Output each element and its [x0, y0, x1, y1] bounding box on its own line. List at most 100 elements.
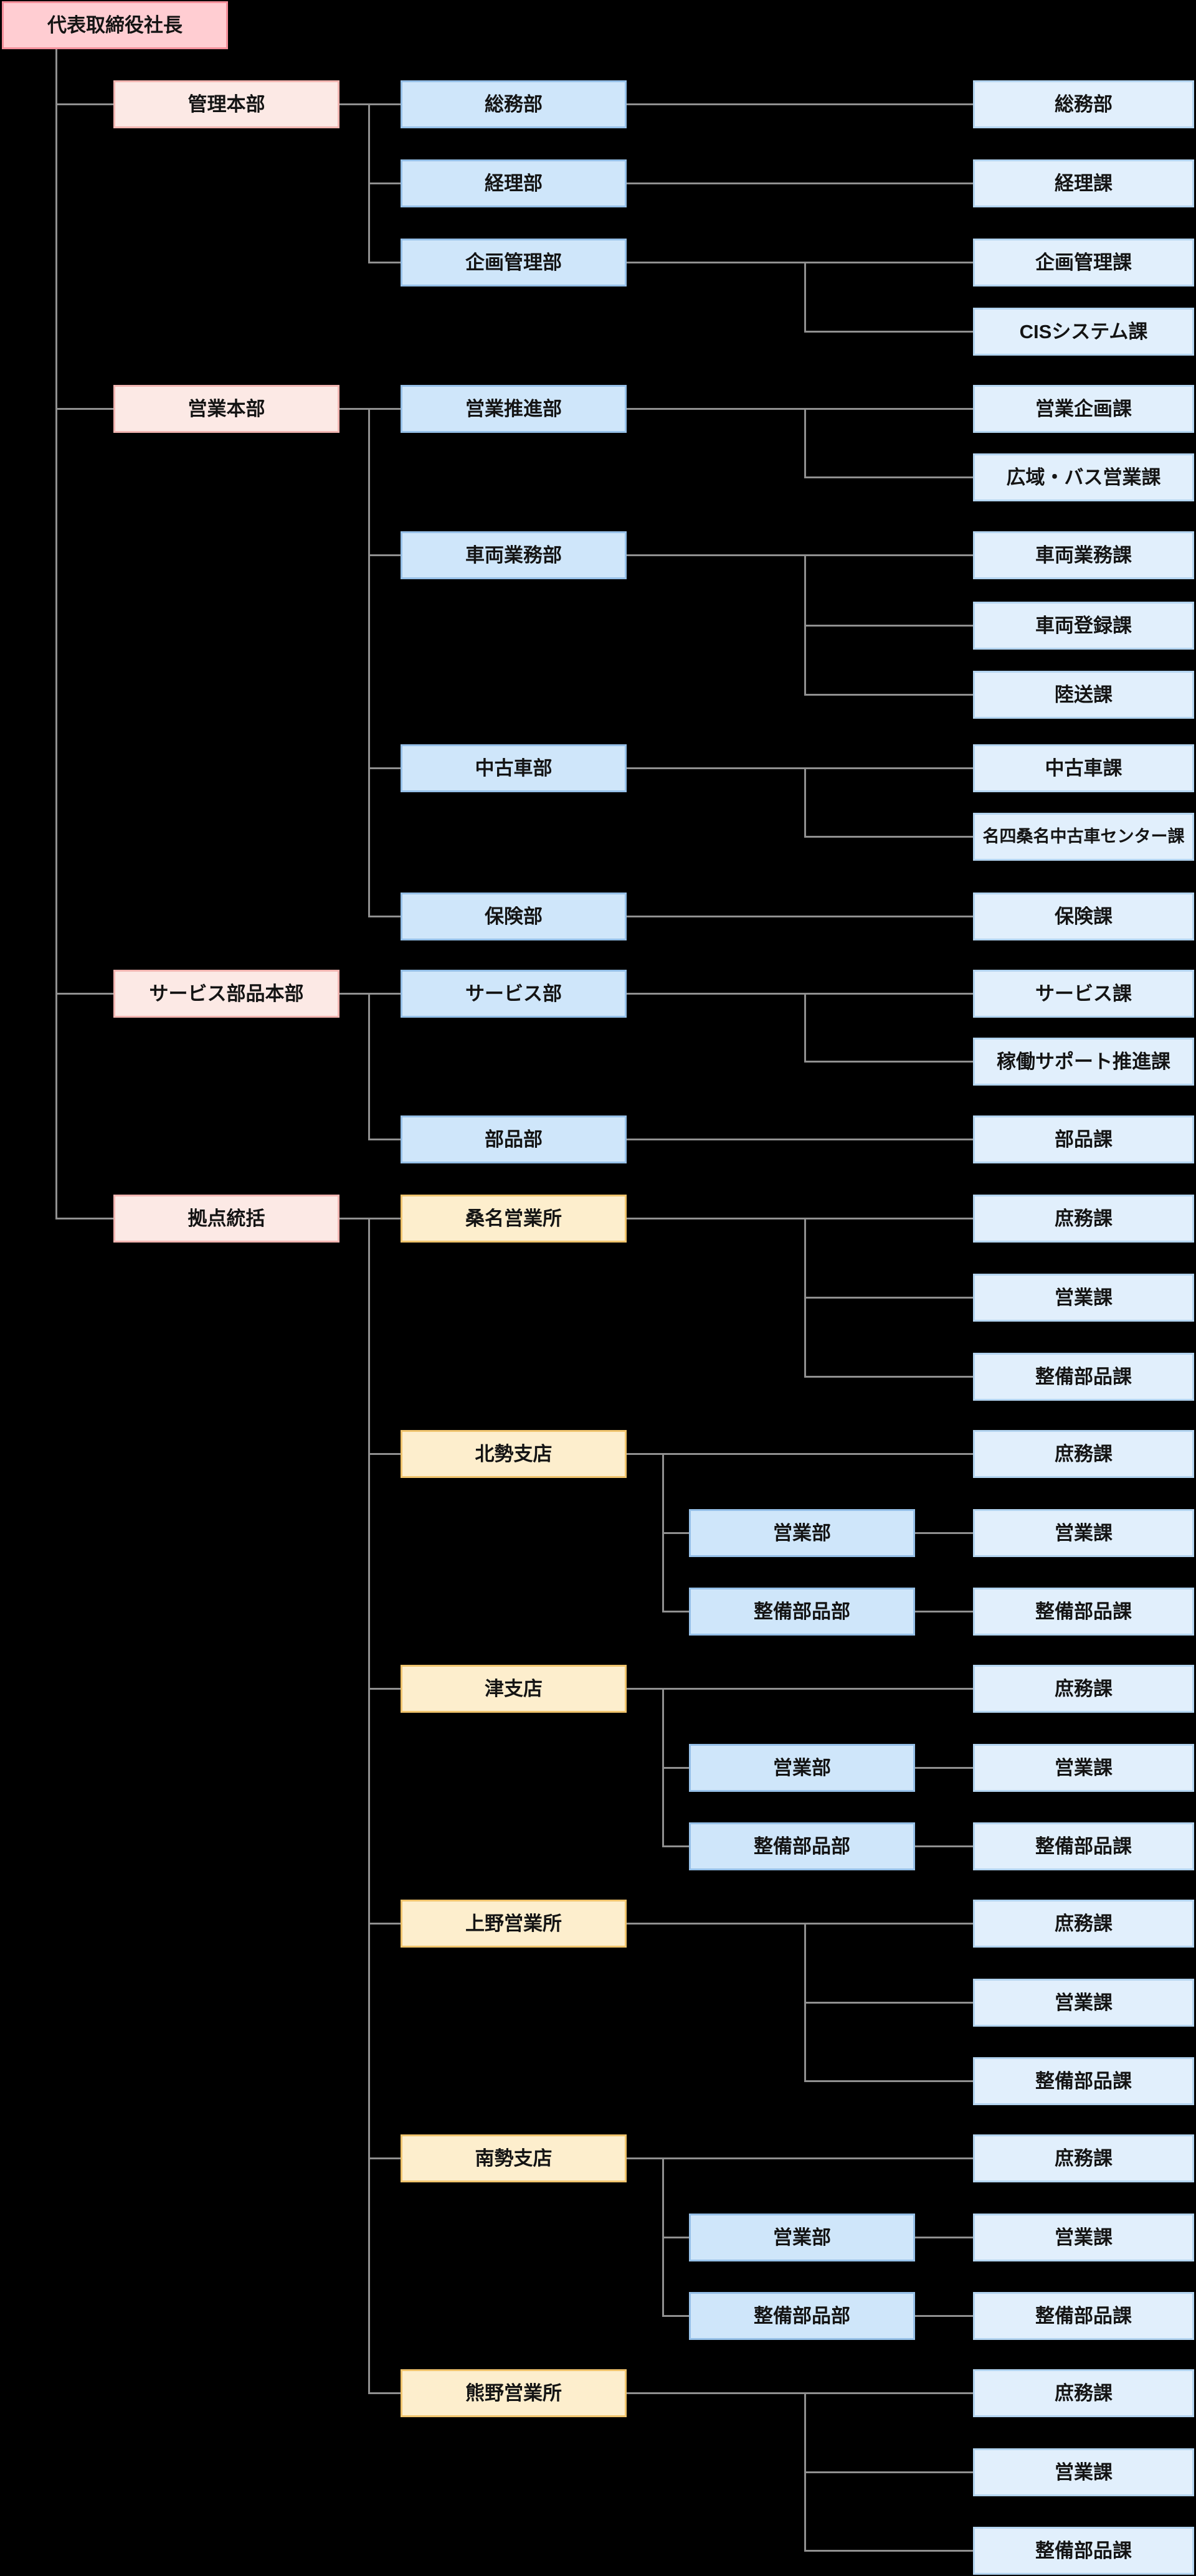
connector-line-h — [804, 2550, 973, 2552]
org-node-sec-ueno-seibi: 整備部品課 — [973, 2057, 1194, 2105]
org-node-sec-hokusei-eigyo: 営業課 — [973, 1509, 1194, 1557]
connector-line-h — [368, 1923, 401, 1925]
connector-line-h — [804, 331, 973, 333]
org-node-dept-nansei-seibi: 整備部品部 — [689, 2292, 915, 2340]
org-node-sec-buhin: 部品課 — [973, 1115, 1194, 1163]
connector-line-h — [368, 2157, 401, 2159]
connector-line-h — [55, 408, 113, 410]
org-node-dept-sharyo: 車両業務部 — [401, 531, 627, 579]
connector-line-h — [915, 1767, 973, 1769]
connector-line-h — [662, 1532, 689, 1534]
connector-line-h — [915, 1845, 973, 1847]
org-node-br-tsu: 津支店 — [401, 1665, 627, 1713]
connector-line-v — [804, 262, 806, 333]
connector-line-h — [368, 2392, 401, 2394]
org-node-sec-rikuso: 陸送課 — [973, 671, 1194, 719]
org-node-br-hokusei: 北勢支店 — [401, 1430, 627, 1478]
org-node-sec-sharyo-gyomu: 車両業務課 — [973, 531, 1194, 579]
org-node-sec-kikaku: 企画管理課 — [973, 239, 1194, 286]
connector-line-h — [804, 1061, 973, 1063]
connector-line-h — [662, 1845, 689, 1847]
connector-line-h — [627, 1139, 973, 1140]
connector-line-h — [627, 2392, 973, 2394]
org-node-sec-kuwana-shomu: 庶務課 — [973, 1195, 1194, 1243]
org-node-dept-hokusei-eigyo: 営業部 — [689, 1509, 915, 1557]
org-node-sec-kumano-shomu: 庶務課 — [973, 2369, 1194, 2417]
connector-line-h — [368, 554, 401, 556]
connector-line-h — [368, 182, 401, 184]
org-node-sec-tsu-shomu: 庶務課 — [973, 1665, 1194, 1713]
connector-line-v — [804, 408, 806, 478]
connector-line-h — [804, 476, 973, 478]
connector-line-v — [804, 767, 806, 838]
connector-line-h — [627, 1218, 973, 1219]
org-node-dept-kikaku: 企画管理部 — [401, 239, 627, 286]
connector-line-h — [627, 103, 973, 105]
org-node-dept-suishin: 営業推進部 — [401, 385, 627, 433]
connector-line-h — [662, 1611, 689, 1612]
org-node-sec-tsu-seibi: 整備部品課 — [973, 1822, 1194, 1870]
org-node-sec-tsu-eigyo: 営業課 — [973, 1744, 1194, 1792]
org-node-sec-sharyo-toroku: 車両登録課 — [973, 602, 1194, 650]
org-node-br-kuwana: 桑名営業所 — [401, 1195, 627, 1243]
connector-line-h — [804, 625, 973, 627]
org-node-sec-koiki-bus: 広域・バス営業課 — [973, 453, 1194, 501]
connector-line-h — [804, 2471, 973, 2473]
org-node-sec-cis: CISシステム課 — [973, 308, 1194, 356]
org-node-sec-ueno-eigyo: 営業課 — [973, 1979, 1194, 2027]
org-node-hq-kyoten: 拠点統括 — [113, 1195, 339, 1243]
org-node-sec-keiri: 経理課 — [973, 159, 1194, 207]
connector-line-h — [339, 993, 401, 995]
connector-line-h — [627, 1923, 973, 1925]
org-node-dept-service: サービス部 — [401, 970, 627, 1018]
connector-line-h — [804, 694, 973, 696]
connector-line-v — [804, 993, 806, 1063]
connector-line-h — [339, 103, 401, 105]
connector-line-h — [627, 916, 973, 917]
connector-line-h — [627, 408, 973, 410]
org-node-hq-eigyo: 営業本部 — [113, 385, 339, 433]
org-node-br-nansei: 南勢支店 — [401, 2134, 627, 2182]
org-node-sec-soumu: 総務部 — [973, 80, 1194, 128]
connector-line-h — [915, 1532, 973, 1534]
org-node-dept-hoken: 保険部 — [401, 893, 627, 940]
connector-line-h — [55, 993, 113, 995]
connector-line-v — [368, 408, 370, 917]
connector-line-h — [55, 1218, 113, 1219]
org-node-sec-nansei-seibi: 整備部品課 — [973, 2292, 1194, 2340]
org-node-sec-meishi-kuwana: 名四桑名中古車センター課 — [973, 813, 1194, 861]
connector-line-h — [627, 993, 973, 995]
org-node-sec-chuko: 中古車課 — [973, 744, 1194, 792]
org-node-hq-kanri: 管理本部 — [113, 80, 339, 128]
org-node-sec-kuwana-seibi: 整備部品課 — [973, 1353, 1194, 1401]
connector-line-h — [804, 1297, 973, 1299]
connector-line-h — [804, 2002, 973, 2004]
org-node-sec-hokusei-shomu: 庶務課 — [973, 1430, 1194, 1478]
connector-line-h — [627, 1688, 973, 1690]
org-node-sec-kumano-seibi: 整備部品課 — [973, 2527, 1194, 2575]
connector-line-h — [662, 2237, 689, 2238]
connector-line-h — [627, 262, 973, 263]
connector-line-h — [915, 2315, 973, 2317]
org-node-dept-tsu-seibi: 整備部品部 — [689, 1822, 915, 1870]
org-node-sec-kumano-eigyo: 営業課 — [973, 2448, 1194, 2496]
connector-line-h — [627, 1453, 973, 1455]
org-node-sec-nansei-shomu: 庶務課 — [973, 2134, 1194, 2182]
org-node-sec-kuwana-eigyo: 営業課 — [973, 1274, 1194, 1322]
org-node-dept-keiri: 経理部 — [401, 159, 627, 207]
connector-line-h — [368, 1688, 401, 1690]
org-node-dept-soumu: 総務部 — [401, 80, 627, 128]
org-node-dept-nansei-eigyo: 営業部 — [689, 2214, 915, 2261]
connector-line-h — [368, 767, 401, 769]
connector-line-h — [339, 1218, 401, 1219]
org-node-br-ueno: 上野営業所 — [401, 1900, 627, 1948]
connector-line-h — [627, 182, 973, 184]
org-node-sec-nansei-eigyo: 営業課 — [973, 2214, 1194, 2261]
connector-line-h — [662, 1767, 689, 1769]
org-node-ceo: 代表取締役社長 — [2, 1, 228, 49]
connector-line-h — [368, 1453, 401, 1455]
connector-line-h — [55, 103, 113, 105]
connector-line-v — [368, 993, 370, 1140]
org-node-hq-service: サービス部品本部 — [113, 970, 339, 1018]
org-node-sec-hokusei-seibi: 整備部品課 — [973, 1588, 1194, 1636]
